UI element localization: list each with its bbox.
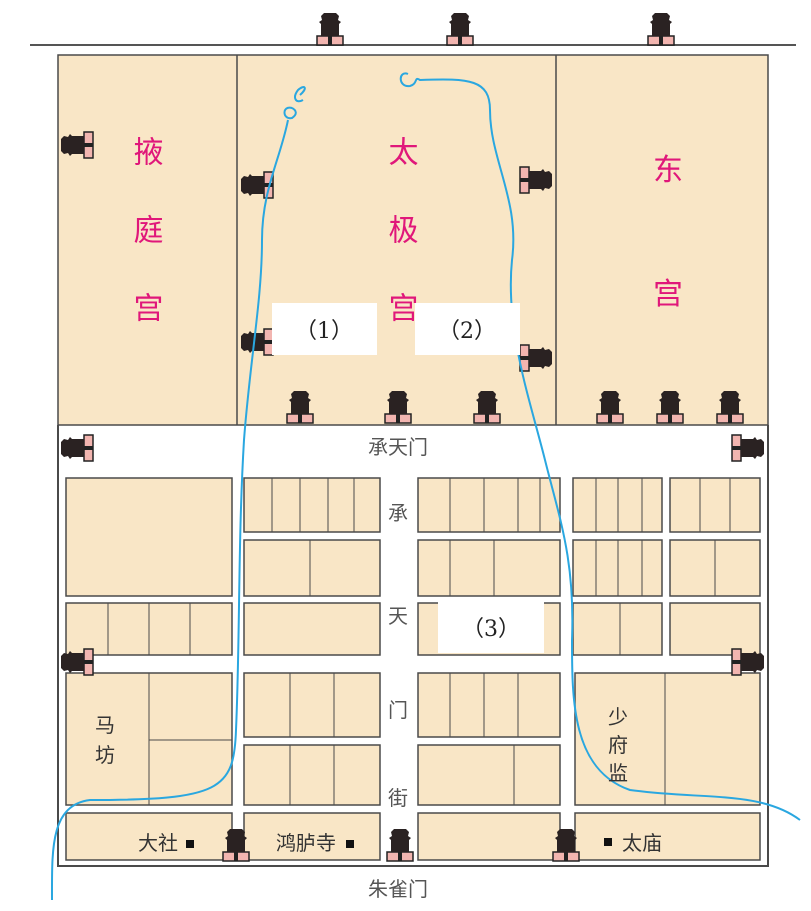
street-label-char: 街 xyxy=(388,786,408,810)
city-wall xyxy=(57,425,769,867)
question-label-2: （2） xyxy=(438,319,496,344)
palace-donggong-char: 宫 xyxy=(653,277,683,312)
rivers xyxy=(50,72,801,901)
zhuque-gate-label: 朱雀门 xyxy=(368,877,428,901)
chengtian-gate-label: 承天门 xyxy=(368,435,428,459)
question-label-3: （3） xyxy=(462,617,520,642)
palace-donggong-char: 东 xyxy=(653,153,683,188)
dashe-marker xyxy=(186,840,194,848)
palace-yeting-label: 掖庭宫 xyxy=(128,136,163,370)
palace-taiji-label: 太极宫 xyxy=(383,136,419,370)
street-label-char: 门 xyxy=(388,698,408,722)
question-label-1: （1） xyxy=(295,319,353,344)
shaofujian-label: 少 xyxy=(608,705,628,729)
street-label-char: 天 xyxy=(388,604,408,628)
street-label-char: 承 xyxy=(388,501,408,525)
shaofujian-label: 府 xyxy=(608,733,628,757)
shaofujian-label: 监 xyxy=(608,761,628,785)
honglusi-marker xyxy=(346,840,354,848)
mafang-label: 马 xyxy=(95,713,115,737)
taimiao-marker xyxy=(604,838,612,846)
honglusi-label: 鸿胪寺 xyxy=(276,831,336,855)
taimiao-label: 太庙 xyxy=(622,831,662,855)
palace-area xyxy=(57,54,769,426)
mafang-label: 坊 xyxy=(95,743,115,767)
dashe-label: 大社 xyxy=(138,831,178,855)
city-blocks xyxy=(65,477,761,861)
